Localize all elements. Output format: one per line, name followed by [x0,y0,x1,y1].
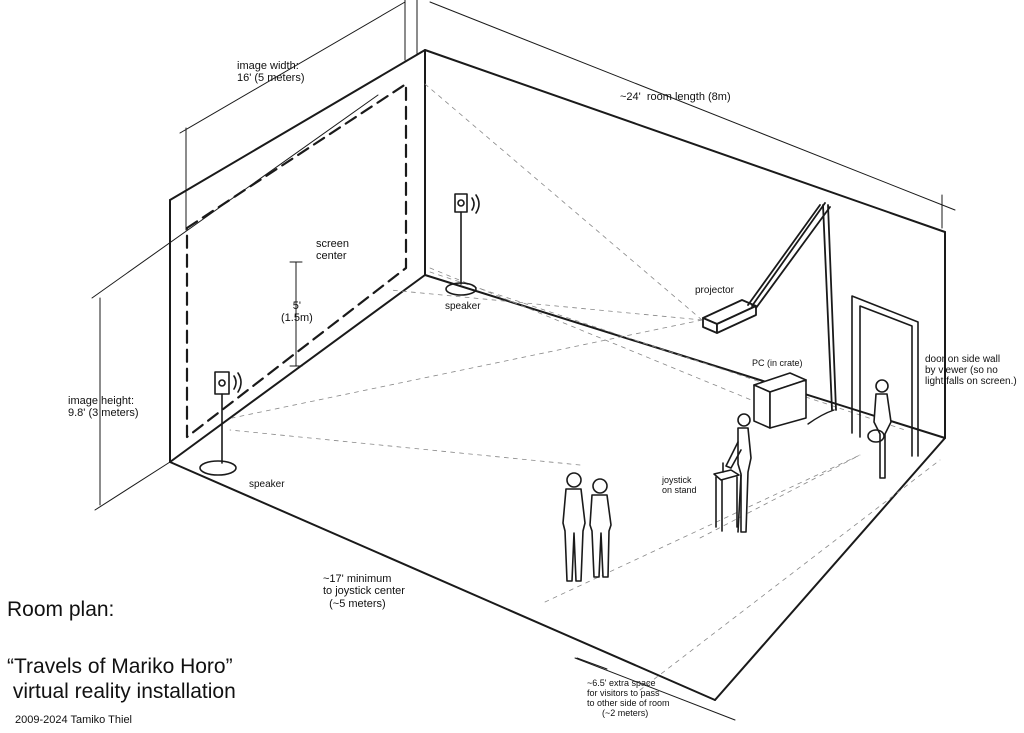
person-door-icon [867,379,892,479]
screen-center-label: screen center [316,238,350,263]
speaker-left-icon [199,371,242,476]
projection-beam [229,83,941,691]
speaker-left-label: speaker [249,479,285,490]
speaker-back-label: speaker [445,301,481,312]
joystick-label: joystick on stand [662,475,697,496]
door-label: door on side wall by viewer (so no light… [925,354,1017,388]
joystick-stand-icon [713,462,740,532]
projection-screen [185,82,408,439]
room-walls [169,49,946,701]
visitor-two-icon [589,478,612,578]
cable [807,409,835,425]
speaker-back-icon [445,193,480,296]
extra-space-label: ~6.5' extra space for visitors to pass t… [587,678,670,719]
visitor-one-icon [562,472,586,582]
pc-crate-icon [753,372,807,429]
room-length-label: ~24' room length (8m) [620,91,731,103]
dimension-lines [91,1,956,721]
image-height-label: image height: 9.8' (3 meters) [68,395,139,420]
image-width-label: image width: 16' (5 meters) [237,60,305,85]
page-title: Room plan: [7,598,115,621]
pc-label: PC (in crate) [752,358,803,368]
credit-line: 2009-2024 Tamiko Thiel [15,714,133,726]
corner-extensions [94,0,418,511]
person-player-icon [725,413,752,533]
projector-icon [702,202,837,411]
screen-height-label: 5' (1.5m) [281,300,313,325]
min-distance-label: ~17' minimum to joystick center (~5 mete… [323,573,405,610]
door-icon [851,295,919,457]
installation-subtitle: “Travels of Mariko Horo” virtual reality… [7,655,236,704]
projector-label: projector [695,285,734,296]
